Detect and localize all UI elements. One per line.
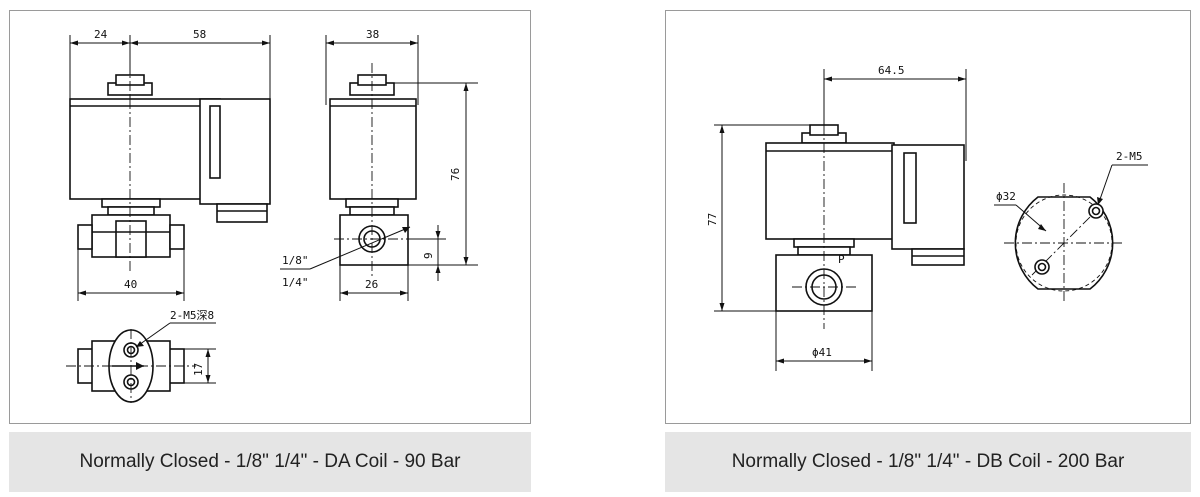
dim-40-label: 40: [124, 278, 137, 291]
left-caption: Normally Closed - 1/8" 1/4" - DA Coil - …: [9, 432, 531, 492]
dim-phi-41-label: ϕ41: [812, 346, 832, 359]
bottom-view: 17 2-M5深8: [66, 309, 216, 403]
dim-9-label: 9: [422, 252, 435, 259]
dim-38-label: 38: [366, 28, 379, 41]
front-view: 64.5 P: [706, 64, 967, 371]
port-p-label: P: [838, 253, 845, 266]
dim-24-label: 24: [94, 28, 108, 41]
dim-2-m5-label: 2-M5: [1116, 150, 1143, 163]
left-technical-drawing: 24 58: [66, 28, 478, 403]
thread-1-4-label: 1/4": [282, 276, 309, 289]
right-technical-drawing: 64.5 P: [706, 64, 1148, 371]
dim-phi-32-label: ϕ32: [996, 190, 1016, 203]
dim-26-label: 26: [365, 278, 378, 291]
left-drawing-panel: 24 58: [9, 10, 531, 424]
right-drawing-panel: 64.5 P: [665, 10, 1191, 424]
thread-1-8-label: 1/8": [282, 254, 309, 267]
dim-17-label: 17: [192, 363, 205, 376]
dim-58-label: 58: [193, 28, 206, 41]
dim-2-m5-deep-8-label: 2-M5深8: [170, 309, 214, 322]
front-view: 24 58: [69, 28, 271, 301]
right-caption: Normally Closed - 1/8" 1/4" - DB Coil - …: [665, 432, 1191, 492]
side-view: 38 76: [280, 28, 478, 301]
dim-76-label: 76: [449, 168, 462, 181]
bottom-view: ϕ32 2-M5: [994, 150, 1148, 303]
dim-64-5-label: 64.5: [878, 64, 905, 77]
dim-77-label: 77: [706, 213, 719, 226]
